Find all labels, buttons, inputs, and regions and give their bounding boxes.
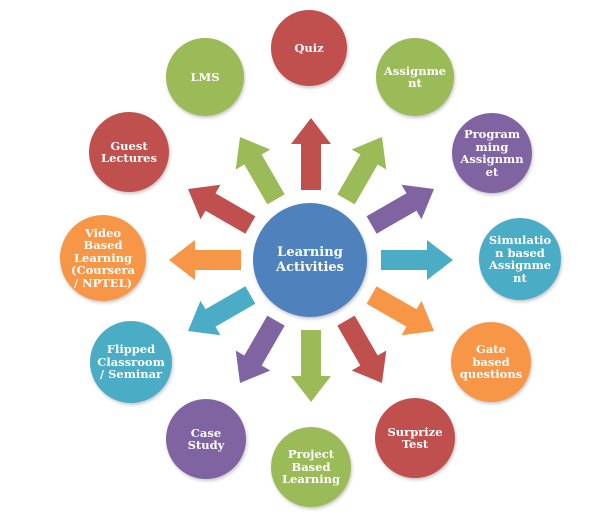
activity-circle-project-learning: Project Based Learning bbox=[271, 427, 351, 507]
activity-label-guest-lectures: Guest Lectures bbox=[101, 138, 157, 165]
activity-circle-video-learning: Video Based Learning (Coursera / NPTEL) bbox=[60, 215, 146, 301]
activity-label-programming-assignment: Program ming Assignmn et bbox=[460, 127, 524, 179]
activity-circle-quiz: Quiz bbox=[271, 10, 347, 86]
activity-label-video-learning: Video Based Learning (Coursera / NPTEL) bbox=[71, 225, 135, 290]
activity-label-project-learning: Project Based Learning bbox=[281, 447, 341, 487]
activity-circle-guest-lectures: Guest Lectures bbox=[89, 112, 169, 192]
arrow-to-guest-lectures bbox=[188, 184, 256, 234]
arrow-to-assignment bbox=[337, 137, 387, 205]
arrow-to-flipped-classroom bbox=[188, 286, 256, 336]
activity-circle-flipped-classroom: Flipped Classroom / Seminar bbox=[90, 321, 172, 403]
center-label: Learning Activities bbox=[276, 245, 344, 275]
activity-label-surprize-test: Surprize Test bbox=[387, 424, 443, 451]
activity-circle-programming-assignment: Program ming Assignmn et bbox=[452, 113, 532, 193]
activity-label-simulation-assignment: Simulatio n based Assignme nt bbox=[488, 233, 552, 285]
activity-circle-surprize-test: Surprize Test bbox=[375, 398, 455, 478]
activity-circle-simulation-assignment: Simulatio n based Assignme nt bbox=[479, 218, 561, 300]
activity-circle-lms: LMS bbox=[166, 38, 244, 116]
activity-label-assignment: Assignme nt bbox=[383, 63, 447, 90]
activity-circle-assignment: Assignme nt bbox=[376, 38, 454, 116]
arrow-to-project-learning bbox=[291, 330, 331, 402]
center-circle-learning-activities: Learning Activities bbox=[253, 203, 367, 317]
activity-label-lms: LMS bbox=[190, 69, 220, 84]
activity-circle-case-study: Case Study bbox=[166, 399, 246, 479]
arrow-to-lms bbox=[235, 137, 285, 205]
arrow-to-programming-assignment bbox=[366, 184, 434, 234]
arrow-to-case-study bbox=[235, 315, 285, 383]
activity-label-gate-questions: Gate based questions bbox=[459, 342, 523, 382]
arrow-to-gate-questions bbox=[366, 286, 434, 336]
activity-label-quiz: Quiz bbox=[294, 40, 324, 55]
activity-label-flipped-classroom: Flipped Classroom / Seminar bbox=[97, 342, 165, 382]
activity-label-case-study: Case Study bbox=[187, 425, 225, 452]
activity-circle-gate-questions: Gate based questions bbox=[451, 322, 531, 402]
arrow-to-simulation-assignment bbox=[381, 240, 453, 280]
arrow-to-quiz bbox=[291, 118, 331, 190]
arrow-to-video-learning bbox=[169, 240, 241, 280]
arrow-to-surprize-test bbox=[337, 315, 387, 383]
